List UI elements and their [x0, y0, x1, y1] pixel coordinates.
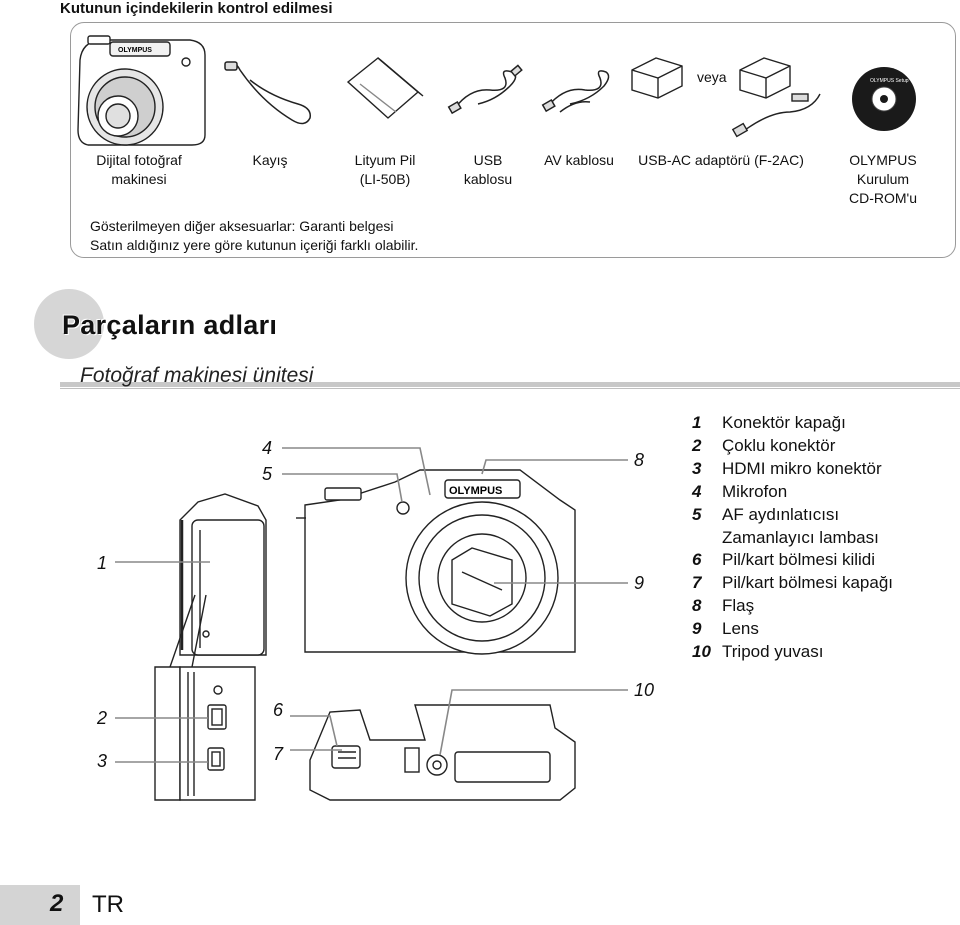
callout-8: 8: [634, 450, 644, 470]
strap-illustration: [224, 61, 311, 125]
language-code: TR: [92, 891, 124, 918]
adapter-illustration-a: [631, 57, 683, 99]
section-title-emblem: [34, 289, 104, 359]
battery-illustration: [346, 57, 424, 119]
item-caption-adapter: USB-AC adaptörü (F-2AC): [638, 152, 804, 168]
callout-4: 4: [262, 438, 272, 458]
page-footer-tab: [0, 885, 80, 925]
callout-7: 7: [273, 744, 284, 764]
contents-heading: Kutunun içindekilerin kontrol edilmesi: [60, 0, 333, 17]
callout-10: 10: [634, 680, 654, 700]
callout-3: 3: [97, 751, 107, 771]
callout-1: 1: [97, 553, 107, 573]
camera-side-view: [179, 493, 267, 656]
accessories-note: Gösterilmeyen diğer aksesuarlar: Garanti…: [90, 218, 394, 234]
subtitle-rule-line: [60, 388, 960, 389]
or-label: veya: [697, 69, 727, 85]
cd-rom-illustration: [852, 67, 916, 131]
parts-list-item: Zamanlayıcı lambası: [722, 527, 879, 547]
section-title: Parçaların adları: [62, 310, 278, 340]
cd-label-text: OLYMPUS Setup: [870, 78, 909, 84]
usb-cable-illustration: [447, 64, 523, 115]
callout-2: 2: [96, 708, 107, 728]
item-caption-battery: Lityum Pil(LI-50B): [354, 152, 416, 187]
camera-bottom-view: [309, 704, 576, 801]
page-number: 2: [50, 890, 64, 917]
connector-closeup: [154, 594, 256, 801]
item-caption-av-cable: AV kablosu: [544, 152, 614, 168]
figure-brand-text: OLYMPUS: [449, 485, 502, 497]
camera-parts-diagram: OLYMPUS 1 2 3 4 5 6 7 8 9 10: [96, 438, 654, 801]
item-caption-strap: Kayış: [252, 152, 288, 168]
accessories-illustration: OLYMPUS OLYMPUS Setup: [77, 35, 916, 146]
av-cable-illustration: [541, 70, 610, 113]
camera-front-view: [296, 469, 576, 655]
callout-5: 5: [262, 464, 273, 484]
camera-brand-text: OLYMPUS: [118, 47, 152, 54]
camera-illustration: [77, 35, 206, 146]
adapter-illustration-b: [731, 57, 821, 138]
contents-box: [70, 22, 956, 258]
section-subtitle: Fotoğraf makinesi ünitesi: [80, 364, 314, 387]
callout-6: 6: [273, 700, 284, 720]
callout-9: 9: [634, 573, 644, 593]
subtitle-rule: [60, 382, 960, 387]
contents-variation-note: Satın aldığınız yere göre kutunun içeriğ…: [90, 237, 419, 253]
leader-lines: [115, 447, 628, 763]
